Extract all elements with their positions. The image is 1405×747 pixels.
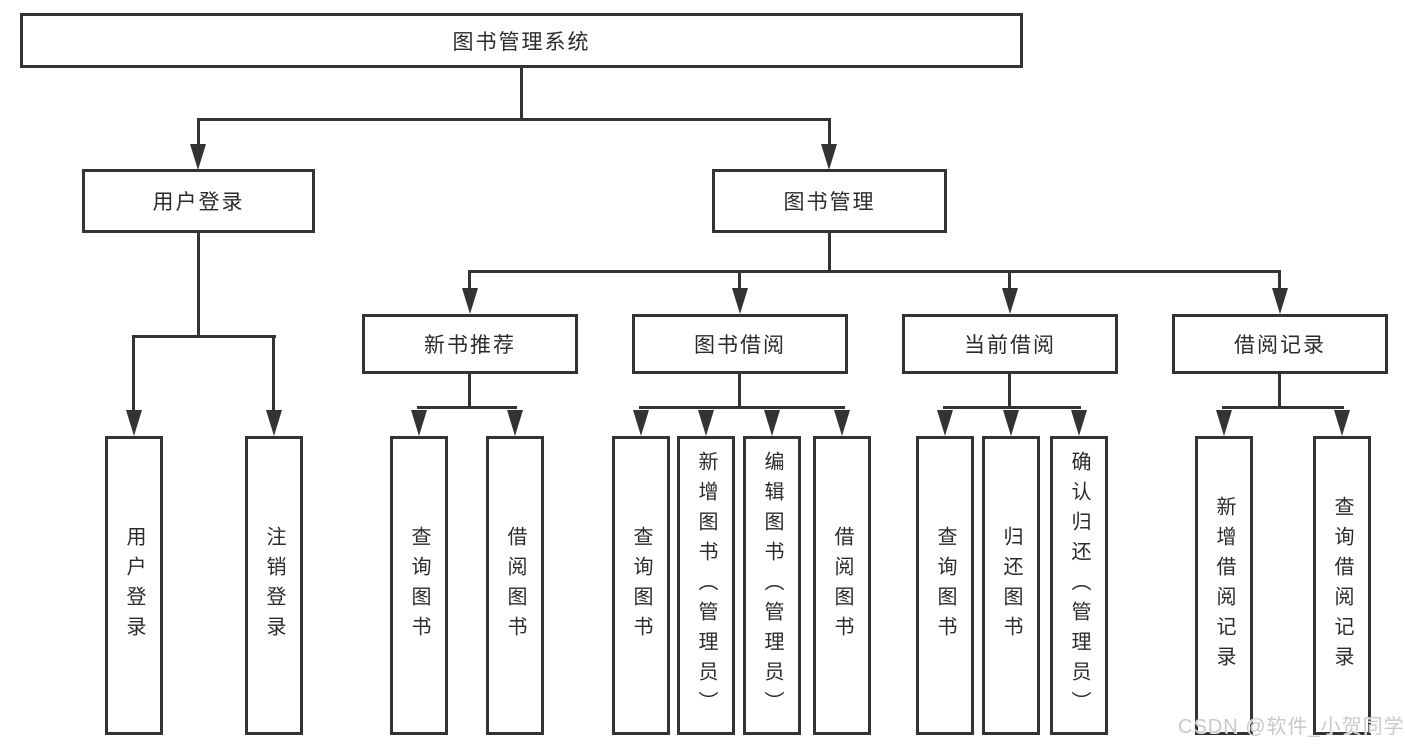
arrowhead-down-icon <box>1216 410 1232 436</box>
node-book-borrow: 图书借阅 <box>632 314 848 374</box>
edge-line <box>1008 270 1011 290</box>
arrowhead-down-icon <box>507 410 523 436</box>
leaf-record-query-record: 查询借阅记录 <box>1313 436 1371 735</box>
node-current-borrow: 当前借阅 <box>902 314 1118 374</box>
arrowhead-down-icon <box>1071 410 1087 436</box>
edge-line <box>132 335 135 413</box>
edge-line <box>468 374 471 408</box>
leaf-borrow-borrow-book-label: 借阅图书 <box>831 525 853 646</box>
edge-line <box>272 335 275 413</box>
leaf-current-return-book: 归还图书 <box>982 436 1040 735</box>
leaf-record-add-record-label: 新增借阅记录 <box>1213 495 1235 676</box>
arrowhead-down-icon <box>698 410 714 436</box>
leaf-current-confirm-return-admin-label: 确认归还（管理员） <box>1068 450 1090 721</box>
edge-line <box>468 270 1281 273</box>
node-current-borrow-label: 当前借阅 <box>964 334 1056 357</box>
arrowhead-down-icon <box>764 410 780 436</box>
arrowhead-down-icon <box>1334 410 1350 436</box>
arrowhead-down-icon <box>1003 410 1019 436</box>
edge-line <box>132 335 276 338</box>
edge-line <box>828 233 831 273</box>
edge-line <box>417 406 517 409</box>
arrowhead-down-icon <box>1002 288 1018 314</box>
arrowhead-down-icon <box>834 410 850 436</box>
leaf-borrow-add-book-admin-label: 新增图书（管理员） <box>695 450 717 721</box>
edge-line <box>738 270 741 290</box>
leaf-record-query-record-label: 查询借阅记录 <box>1331 495 1353 676</box>
node-user-login: 用户登录 <box>82 169 315 233</box>
edge-line <box>520 68 523 120</box>
node-borrow-record: 借阅记录 <box>1172 314 1388 374</box>
leaf-record-add-record: 新增借阅记录 <box>1195 436 1253 735</box>
node-borrow-record-label: 借阅记录 <box>1234 334 1326 357</box>
leaf-user-login: 用户登录 <box>105 436 163 735</box>
node-root-label: 图书管理系统 <box>452 30 591 54</box>
leaf-current-confirm-return-admin: 确认归还（管理员） <box>1050 436 1108 735</box>
leaf-borrow-edit-book-admin-label: 编辑图书（管理员） <box>761 450 783 721</box>
arrowhead-down-icon <box>821 144 837 170</box>
node-book-management: 图书管理 <box>712 169 947 233</box>
edge-line <box>197 233 200 338</box>
leaf-newbook-borrow-book-label: 借阅图书 <box>504 525 526 646</box>
leaf-current-query-book-label: 查询图书 <box>934 525 956 646</box>
node-root: 图书管理系统 <box>20 13 1023 68</box>
edge-line <box>639 406 845 409</box>
edge-line <box>828 118 831 148</box>
leaf-borrow-query-book-label: 查询图书 <box>630 525 652 646</box>
leaf-logout-label: 注销登录 <box>263 525 285 646</box>
node-book-borrow-label: 图书借阅 <box>694 334 786 357</box>
leaf-newbook-query-book-label: 查询图书 <box>408 525 430 646</box>
arrowhead-down-icon <box>462 288 478 314</box>
leaf-logout: 注销登录 <box>245 436 303 735</box>
arrowhead-down-icon <box>937 410 953 436</box>
node-new-book-recommend-label: 新书推荐 <box>424 334 516 357</box>
csdn-watermark: CSDN @软件_小贺同学 <box>1178 716 1405 738</box>
leaf-current-query-book: 查询图书 <box>916 436 974 735</box>
node-book-management-label: 图书管理 <box>783 191 876 214</box>
edge-line <box>468 270 471 290</box>
edge-line <box>1278 270 1281 290</box>
arrowhead-down-icon <box>411 410 427 436</box>
leaf-current-return-book-label: 归还图书 <box>1000 525 1022 646</box>
edge-line <box>1222 406 1344 409</box>
node-new-book-recommend: 新书推荐 <box>362 314 578 374</box>
leaf-borrow-add-book-admin: 新增图书（管理员） <box>677 436 735 735</box>
edge-line <box>1278 374 1281 408</box>
edge-line <box>738 374 741 408</box>
arrowhead-down-icon <box>633 410 649 436</box>
leaf-newbook-borrow-book: 借阅图书 <box>486 436 544 735</box>
edge-line <box>197 118 200 148</box>
arrowhead-down-icon <box>266 410 282 436</box>
leaf-borrow-query-book: 查询图书 <box>612 436 670 735</box>
arrowhead-down-icon <box>732 288 748 314</box>
edge-line <box>943 406 1081 409</box>
leaf-borrow-edit-book-admin: 编辑图书（管理员） <box>743 436 801 735</box>
leaf-newbook-query-book: 查询图书 <box>390 436 448 735</box>
arrowhead-down-icon <box>190 144 206 170</box>
node-user-login-label: 用户登录 <box>152 191 245 214</box>
edge-line <box>197 118 831 121</box>
arrowhead-down-icon <box>1272 288 1288 314</box>
edge-line <box>1008 374 1011 408</box>
leaf-borrow-borrow-book: 借阅图书 <box>813 436 871 735</box>
arrowhead-down-icon <box>126 410 142 436</box>
leaf-user-login-label: 用户登录 <box>123 525 145 646</box>
